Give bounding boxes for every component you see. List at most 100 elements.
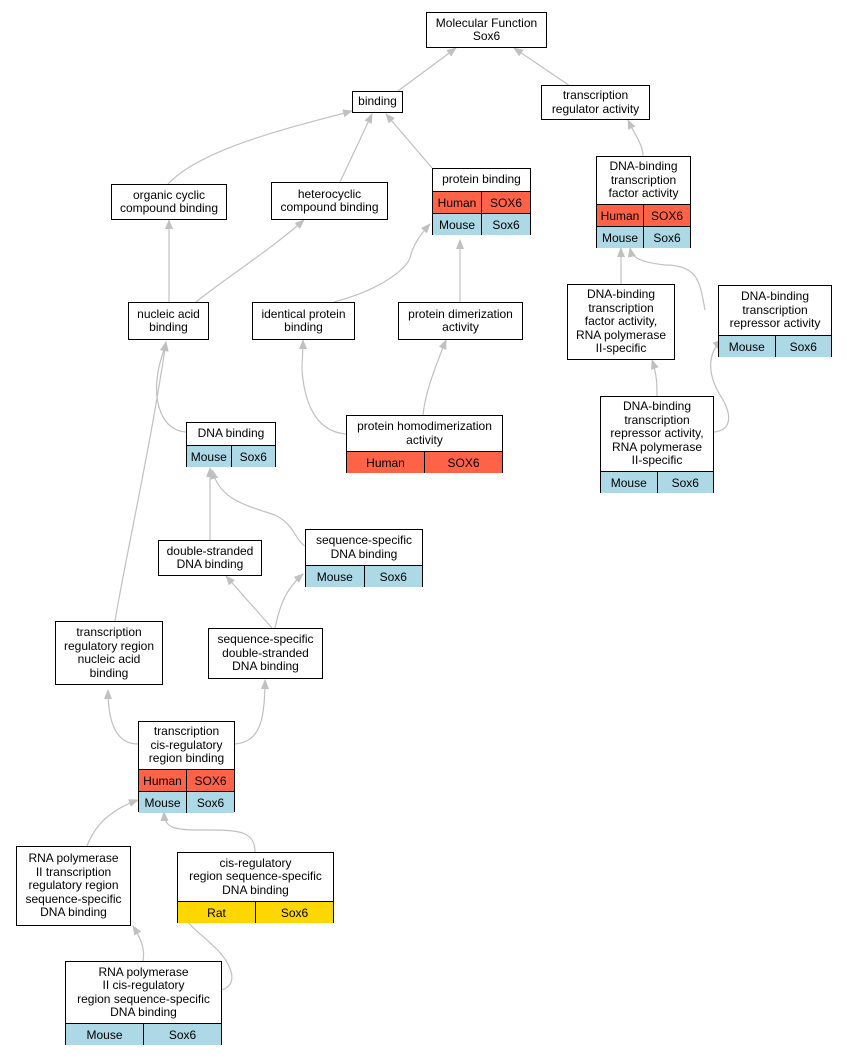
node-label-line: organic cyclic — [132, 187, 206, 202]
node-label-line: compound binding — [280, 200, 379, 214]
node-label-line: transcription — [76, 625, 142, 639]
node-label-line: transcription — [624, 412, 690, 427]
edge-trrnab-nab — [114, 341, 169, 622]
node-label-line: nucleic acid — [137, 306, 200, 321]
species-cell: Mouse — [139, 792, 186, 813]
node-label-line: transcription — [562, 88, 629, 102]
node-label-line: RNA polymerase — [28, 851, 119, 866]
node-label-line: cis-regulatory — [219, 855, 292, 870]
node-protein-binding[interactable]: protein binding Human SOX6 Mouse Sox6 — [432, 168, 531, 235]
edge-crrssdb-tcrrb — [160, 811, 256, 853]
node-label-line: double-stranded — [166, 543, 254, 558]
node-binding[interactable]: binding — [352, 91, 403, 113]
node-label-line: activity — [406, 432, 443, 447]
node-label-line: identical protein — [261, 306, 346, 321]
node-label-line: DNA binding — [197, 426, 265, 441]
node-label-line: regulatory region — [63, 638, 155, 653]
node-dna-binding[interactable]: DNA binding Mouse Sox6 — [186, 422, 276, 467]
node-label-line: DNA-binding — [740, 289, 810, 304]
node-sequence-specific-dna-binding[interactable]: sequence-specific DNA binding Mouse Sox6 — [305, 529, 423, 587]
species-cell: Mouse — [66, 1024, 143, 1045]
node-label-line: DNA-binding — [586, 287, 656, 302]
node-label-line: cis-regulatory — [150, 737, 223, 752]
node-cis-regulatory-region-ssdb[interactable]: cis-regulatory region sequence-specific … — [177, 852, 334, 923]
gene-cell: Sox6 — [255, 902, 333, 923]
species-cell: Human — [433, 192, 481, 213]
gene-cell: Sox6 — [774, 336, 831, 357]
node-transcription-regulator-activity[interactable]: transcription regulator activity — [541, 85, 650, 120]
node-dna-binding-transcription-factor-activity-rna-pol-ii[interactable]: DNA-binding transcription factor activit… — [567, 284, 675, 360]
gene-cell: Sox6 — [656, 472, 713, 493]
node-label-line: repressor activity — [729, 316, 821, 331]
species-cell: Mouse — [306, 566, 364, 587]
node-label-line: transcription — [610, 172, 677, 187]
node-sequence-specific-double-stranded-dna-binding[interactable]: sequence-specific double-stranded DNA bi… — [208, 628, 323, 679]
node-label-line: DNA binding — [330, 546, 398, 561]
edge-dbtrapol-dbtfapol — [651, 359, 659, 397]
annotation-row: Human SOX6 — [139, 769, 234, 791]
node-transcription-regulatory-region-nucleic-acid-binding[interactable]: transcription regulatory region nucleic … — [55, 621, 163, 685]
node-label-line: double-stranded — [222, 645, 309, 660]
node-rna-pol-ii-transcription-regulatory-region-ssdb[interactable]: RNA polymerase II transcription regulato… — [16, 846, 131, 926]
node-label-line: protein dimerization — [408, 306, 513, 321]
node-label-line: Sox6 — [472, 29, 501, 43]
node-label-line: regulatory region — [28, 878, 119, 893]
annotation-row: Human SOX6 — [597, 204, 690, 226]
node-label-line: sequence-specific — [217, 632, 314, 647]
node-label-line: DNA-binding — [609, 159, 678, 174]
node-label-line: transcription — [153, 724, 220, 739]
annotation-row: Mouse Sox6 — [306, 565, 422, 587]
edge-dbtfa-tra — [627, 119, 644, 157]
node-label-line: DNA binding — [110, 1005, 177, 1019]
gene-cell: Sox6 — [143, 1024, 221, 1045]
edge-tcrrb-ssdsdb — [234, 679, 269, 745]
edge-ssdb-dnab — [210, 469, 306, 547]
annotation-row: Mouse Sox6 — [601, 471, 713, 493]
node-label-line: transcription — [588, 300, 654, 315]
node-label-line: protein homodimerization — [357, 419, 492, 433]
node-heterocyclic-compound-binding[interactable]: heterocyclic compound binding — [271, 182, 388, 220]
gene-cell: Sox6 — [643, 227, 690, 248]
annotation-row: Human SOX6 — [347, 451, 502, 473]
node-label-line: DNA binding — [176, 557, 244, 571]
annotation-row: Rat Sox6 — [178, 901, 333, 923]
annotation-row: Mouse Sox6 — [597, 226, 690, 248]
species-cell: Human — [597, 205, 643, 226]
annotation-row: Human SOX6 — [433, 191, 530, 213]
node-label-line: binding — [358, 94, 397, 109]
node-dna-binding-transcription-factor-activity[interactable]: DNA-binding transcription factor activit… — [596, 156, 691, 248]
node-label-line: II-specific — [595, 341, 647, 356]
edge-tcrrb-trrnab — [104, 689, 139, 745]
node-transcription-cis-regulatory-region-binding[interactable]: transcription cis-regulatory region bind… — [138, 721, 235, 813]
node-rna-pol-ii-cis-regulatory-region-ssdb[interactable]: RNA polymerase II cis-regulatory region … — [65, 961, 222, 1045]
node-label-line: compound binding — [119, 201, 219, 215]
node-identical-protein-binding[interactable]: identical protein binding — [252, 302, 355, 340]
edge-dnab-nab — [156, 341, 187, 433]
node-nucleic-acid-binding[interactable]: nucleic acid binding — [128, 302, 209, 340]
node-protein-homodimerization-activity[interactable]: protein homodimerization activity Human … — [346, 415, 503, 473]
node-organic-cyclic-compound-binding[interactable]: organic cyclic compound binding — [111, 184, 227, 220]
node-label-line: RNA polymerase — [611, 439, 703, 454]
node-protein-dimerization-activity[interactable]: protein dimerization activity — [398, 302, 523, 340]
species-cell: Human — [139, 770, 186, 791]
node-label-line: factor activity — [608, 186, 679, 201]
node-label-line: transcription — [742, 302, 808, 317]
species-cell: Human — [347, 452, 424, 473]
gene-cell: SOX6 — [186, 770, 234, 791]
gene-cell: SOX6 — [643, 205, 690, 226]
edge-dbtra-dbtfa — [627, 247, 706, 311]
edge-tra-mf — [513, 47, 571, 87]
node-dna-binding-transcription-repressor-activity[interactable]: DNA-binding transcription repressor acti… — [718, 285, 832, 357]
node-label-line: region sequence-specific — [189, 869, 322, 884]
node-molecular-function[interactable]: Molecular Function Sox6 — [426, 12, 547, 48]
node-label-line: RNA polymerase — [575, 327, 667, 342]
edge-ssdsdb-ssdb — [274, 573, 304, 629]
node-label-line: DNA-binding — [622, 399, 692, 414]
species-cell: Mouse — [719, 336, 775, 357]
node-label-line: II cis-regulatory — [102, 978, 185, 992]
node-double-stranded-dna-binding[interactable]: double-stranded DNA binding — [158, 540, 262, 576]
edge-hcb-binding — [339, 113, 373, 183]
node-dna-binding-transcription-repressor-activity-rna-pol-ii[interactable]: DNA-binding transcription repressor acti… — [600, 396, 714, 493]
edge-dbtrapol-dbtra — [710, 339, 730, 433]
